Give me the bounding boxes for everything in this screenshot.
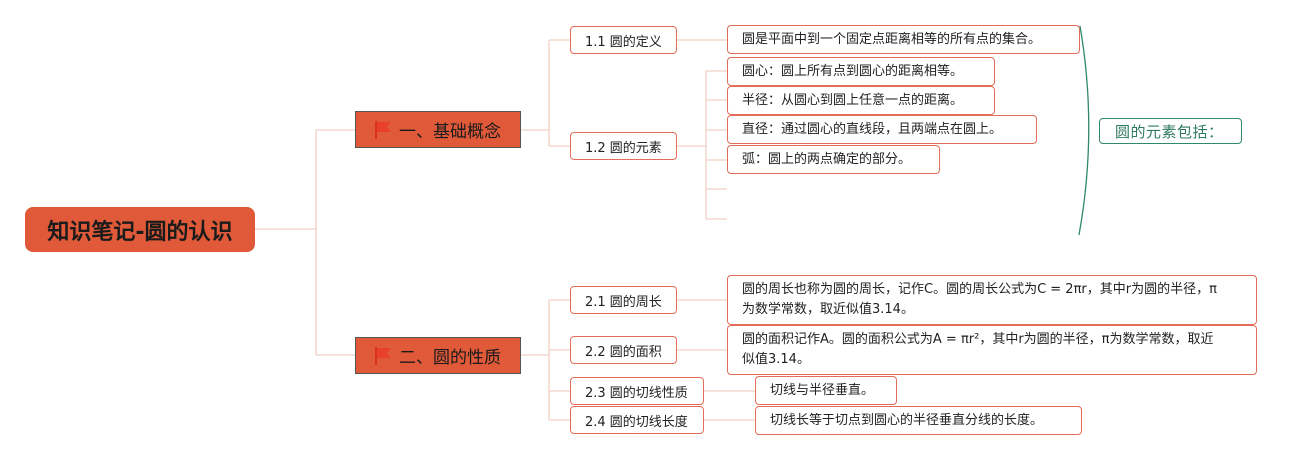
leaf-line: 为数学常数，取近似值3.14。 (742, 302, 914, 317)
leaf-tangent-length[interactable]: 切线长等于切点到圆心的半径垂直分线的长度。 (755, 406, 1082, 435)
branch-label: 一、基础概念 (399, 122, 501, 142)
leaf-line: 圆的面积记作A。圆的面积公式为A = πr²，其中r为圆的半径，π为数学常数，取… (742, 332, 1214, 347)
subtopic-area[interactable]: 2.2 圆的面积 (570, 336, 677, 364)
root-topic[interactable]: 知识笔记-圆的认识 (25, 207, 255, 252)
leaf-radius[interactable]: 半径：从圆心到圆上任意一点的距离。 (727, 86, 995, 115)
subtopic-tangent-length[interactable]: 2.4 圆的切线长度 (570, 406, 704, 434)
leaf-arc[interactable]: 弧：圆上的两点确定的部分。 (727, 145, 940, 174)
flag-icon (375, 346, 391, 365)
leaf-circumference[interactable]: 圆是平面中到一个固定点距离相等的所有点的集合。 圆的周长也称为圆的周长，记作C。… (727, 275, 1257, 325)
flag-icon (375, 120, 391, 139)
branch-basic-concepts[interactable]: 一、基础概念 (355, 111, 521, 148)
subtopic-tangent-property[interactable]: 2.3 圆的切线性质 (570, 377, 704, 405)
leaf-definition[interactable]: 圆是平面中到一个固定点距离相等的所有点的集合。 (727, 25, 1080, 54)
leaf-center[interactable]: 圆心：圆上所有点到圆心的距离相等。 (727, 57, 995, 86)
leaf-line: 圆的周长也称为圆的周长，记作C。圆的周长公式为C = 2πr，其中r为圆的半径，… (742, 282, 1217, 297)
leaf-area[interactable]: 圆的面积记作A。圆的面积公式为A = πr²，其中r为圆的半径，π为数学常数，取… (727, 325, 1257, 375)
subtopic-circumference[interactable]: 2.1 圆的周长 (570, 286, 677, 314)
subtopic-definition[interactable]: 1.1 圆的定义 (570, 26, 677, 54)
subtopic-elements[interactable]: 1.2 圆的元素 (570, 132, 677, 160)
branch-label: 二、圆的性质 (399, 348, 501, 368)
branch-circle-properties[interactable]: 二、圆的性质 (355, 337, 521, 374)
leaf-diameter[interactable]: 直径：通过圆心的直线段，且两端点在圆上。 (727, 115, 1037, 144)
summary-callout[interactable]: 圆的元素包括： (1099, 118, 1242, 144)
leaf-line: 似值3.14。 (742, 352, 810, 367)
leaf-tangent-property[interactable]: 切线与半径垂直。 (755, 376, 897, 405)
